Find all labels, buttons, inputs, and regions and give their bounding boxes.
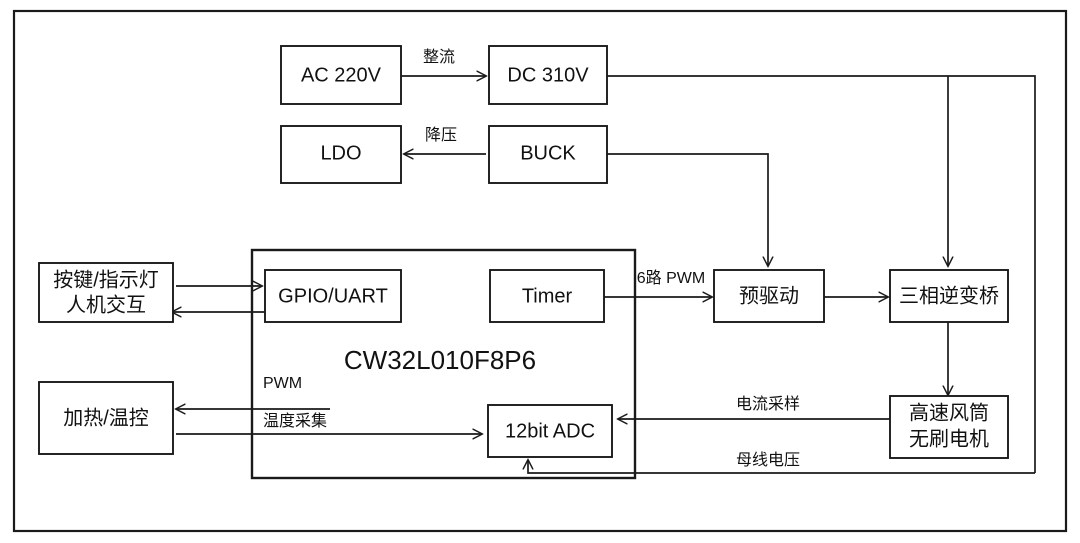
block-ldo[interactable] xyxy=(280,125,402,184)
block-motor-label-line1: 高速风筒 xyxy=(909,401,989,424)
block-hmi-label-line2: 人机交互 xyxy=(66,293,146,316)
wire-label-pwm: PWM xyxy=(263,375,302,392)
block-inverter-bridge[interactable] xyxy=(889,269,1009,323)
block-dc-310v[interactable] xyxy=(488,45,608,105)
block-mcu-container[interactable] xyxy=(250,248,637,480)
block-ldo-label: LDO xyxy=(320,142,361,164)
block-ac-220v[interactable] xyxy=(280,45,402,105)
block-motor[interactable] xyxy=(889,395,1009,459)
block-predriver-label: 预驱动 xyxy=(739,284,799,307)
block-buck[interactable] xyxy=(488,125,608,184)
wire-label-temp-sense: 温度采集 xyxy=(263,412,327,430)
block-buck-label: BUCK xyxy=(520,142,576,164)
block-gpio-uart-label: GPIO/UART xyxy=(278,285,388,307)
wire-label-stepdown: 降压 xyxy=(425,126,457,144)
block-dc-310v-label: DC 310V xyxy=(507,64,589,86)
block-hmi-label-line1: 按键/指示灯 xyxy=(53,268,159,291)
block-timer[interactable] xyxy=(489,269,605,323)
diagram-outer-frame xyxy=(12,9,1068,533)
block-inverter-bridge-label: 三相逆变桥 xyxy=(899,284,999,307)
block-ac-220v-label: AC 220V xyxy=(301,64,382,86)
block-predriver[interactable] xyxy=(713,269,825,323)
mcu-part-number-label: CW32L010F8P6 xyxy=(344,345,536,375)
block-motor-label-line2: 无刷电机 xyxy=(909,427,989,450)
block-heater-label: 加热/温控 xyxy=(63,406,149,429)
wire-bus-voltage-to-adc xyxy=(528,460,1035,474)
wire-buck-to-predriver xyxy=(607,153,768,266)
block-heater[interactable] xyxy=(38,381,174,455)
block-gpio-uart[interactable] xyxy=(264,269,402,323)
wire-label-rectify: 整流 xyxy=(423,48,455,66)
wire-dc-bus-right-rail xyxy=(607,75,1036,473)
wire-label-current-sense: 电流采样 xyxy=(736,395,800,413)
wire-label-pwm6: 6路 PWM xyxy=(637,269,705,287)
block-adc[interactable] xyxy=(487,404,613,458)
block-adc-label: 12bit ADC xyxy=(505,420,595,442)
block-hmi[interactable] xyxy=(38,262,174,323)
block-timer-label: Timer xyxy=(522,285,573,307)
wire-label-bus-voltage: 母线电压 xyxy=(736,451,800,469)
